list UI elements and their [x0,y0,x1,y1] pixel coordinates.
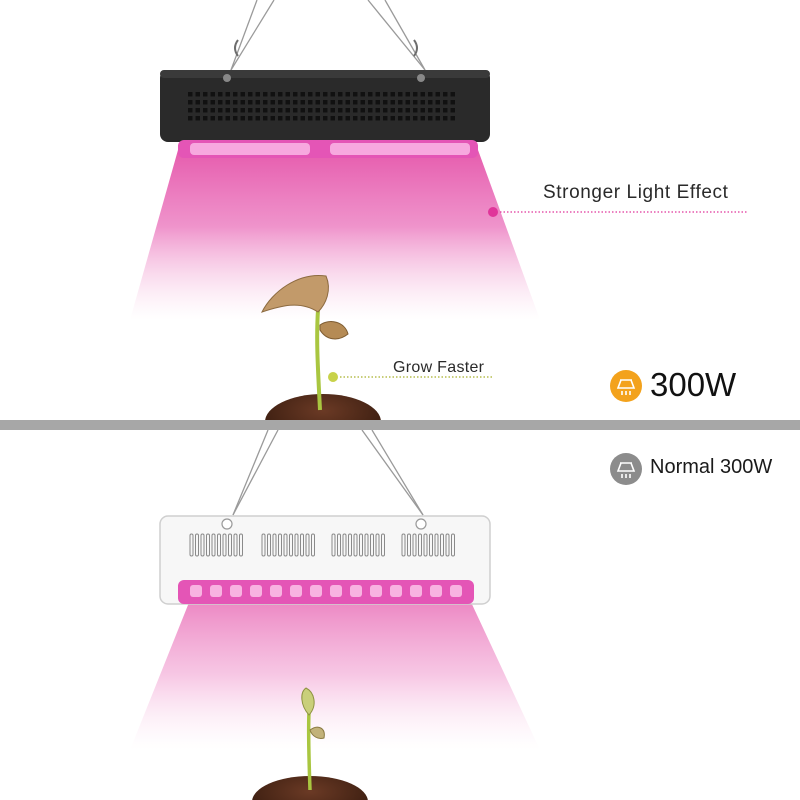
grow-faster-label: Grow Faster [393,359,485,376]
led-glow [178,580,474,604]
hanging-hooks [234,39,418,57]
soil [265,394,381,420]
normal-lamp-illustration [130,430,540,800]
seedling [301,687,325,791]
callout-dot-green [328,372,338,382]
lamp-icon [610,453,642,485]
hanging-cables [232,430,424,516]
light-beam [130,600,540,750]
section-divider [0,420,800,430]
vent-grid [188,92,455,121]
lamp-body-black [160,70,490,142]
seedling [261,274,349,411]
lamp-icon [610,370,642,402]
vent-slots [189,533,455,557]
normal-wattage-label: Normal 300W [650,456,773,478]
featured-lamp-scene: Stronger Light Effect Grow Faster [130,0,748,420]
light-beam [130,150,540,320]
normal-lamp-scene [0,430,800,800]
callout-dot-pink [488,207,498,217]
stronger-light-label: Stronger Light Effect [543,182,729,203]
featured-lamp-illustration [130,0,748,420]
featured-wattage: 300W [650,366,737,403]
hanging-cables [230,0,426,71]
